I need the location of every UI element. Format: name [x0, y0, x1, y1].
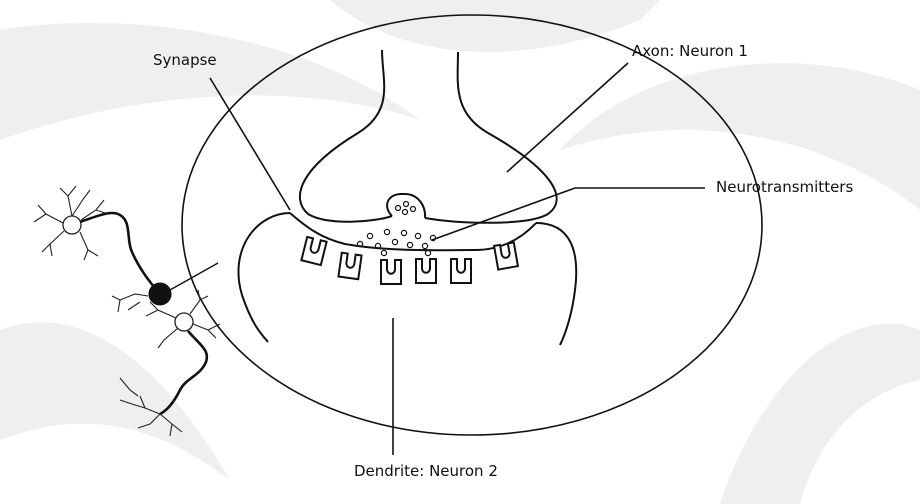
neurotransmitter-dot: [422, 243, 427, 248]
vesicle-contents: [396, 202, 416, 215]
receptors: [301, 237, 518, 284]
neurotransmitter-dot: [384, 229, 389, 234]
vesicle-dot: [403, 210, 408, 215]
neuron-top-dendrites: [34, 186, 108, 260]
vesicle-dot: [404, 202, 409, 207]
neurotransmitters-leader-line-angled: [432, 188, 575, 240]
receptor: [301, 237, 326, 265]
neurotransmitter-dot: [392, 239, 397, 244]
receptor: [338, 253, 361, 280]
receptor: [416, 259, 436, 283]
neuron-synapse-knob: [149, 283, 171, 305]
neurotransmitter-dot: [415, 233, 420, 238]
dendrite-label: Dendrite: Neuron 2: [354, 464, 498, 479]
neuron-top-cell-body: [63, 216, 81, 234]
watermark-swirl-left: [0, 23, 420, 140]
dendrite-right-wall: [536, 223, 576, 345]
neurotransmitter-dot: [407, 242, 412, 247]
receptor: [451, 259, 471, 283]
watermark-swirl-bottom-left: [0, 322, 230, 480]
neurotransmitters-label: Neurotransmitters: [716, 180, 853, 195]
neurotransmitter-dot: [367, 233, 372, 238]
neurotransmitter-dot: [425, 250, 430, 255]
watermark-swirl-bottom-right: [720, 324, 920, 504]
neurotransmitters-in-cleft: [357, 229, 435, 255]
vesicle-dot: [396, 206, 401, 211]
dendrite-left-wall: [238, 213, 290, 342]
vesicle-dot: [411, 207, 416, 212]
neurotransmitter-dot: [401, 230, 406, 235]
synapse-leader-line: [210, 78, 290, 210]
receptor: [381, 260, 401, 284]
receptor: [494, 242, 518, 269]
synapse-label: Synapse: [153, 53, 217, 68]
axon-terminal-outline-right: [425, 52, 557, 223]
axon-label: Axon: Neuron 1: [632, 44, 748, 59]
neurotransmitter-dot: [381, 250, 386, 255]
